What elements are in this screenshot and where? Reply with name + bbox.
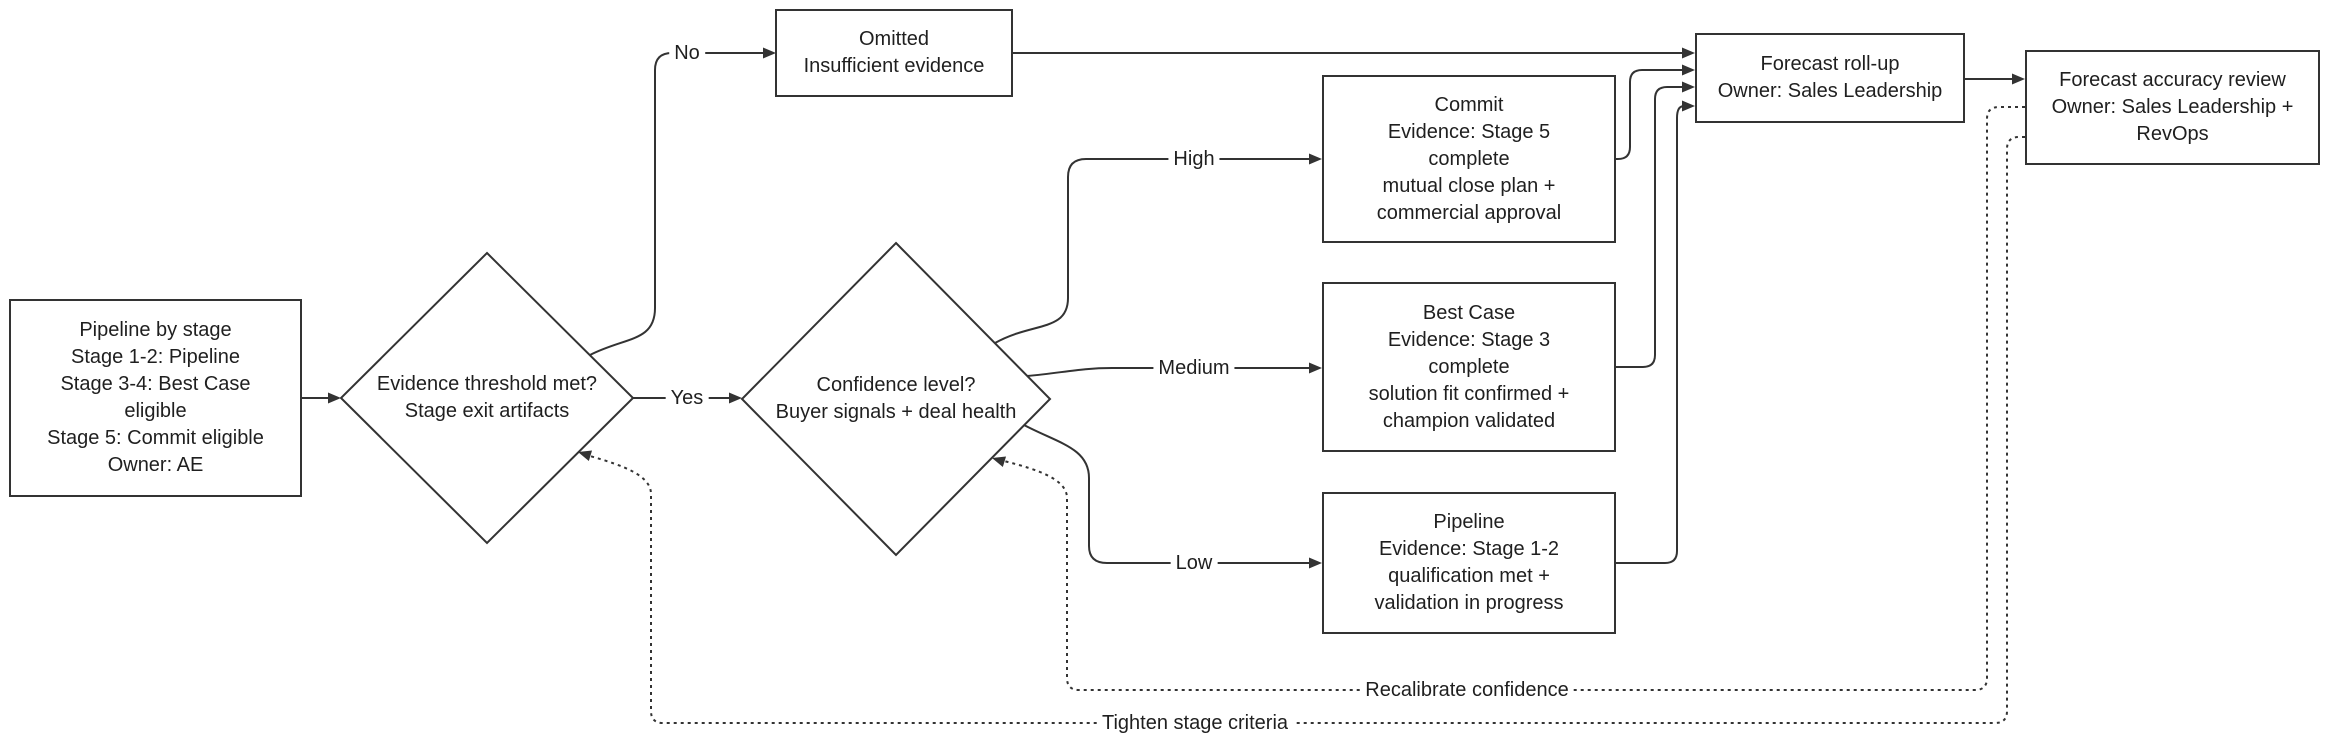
edge-bestcase-to-rollup — [1616, 86, 1683, 368]
edge-low — [1023, 424, 1310, 564]
node-text-line: qualification met + — [1388, 565, 1550, 587]
arrowhead-into-accuracy — [2012, 73, 2025, 85]
node-text-line: Owner: AE — [107, 454, 204, 476]
arrowhead-commit-rollup — [1682, 64, 1695, 76]
decision-diamond-evidence — [339, 251, 635, 545]
arrowhead-into-confidence — [729, 392, 742, 404]
edge-label-high: High — [1168, 147, 1220, 171]
arrowhead-medium — [1309, 362, 1322, 374]
node-text-line: Pipeline by stage — [79, 319, 232, 341]
edge-label-tighten-stage-criteria: Tighten stage criteria — [1096, 711, 1294, 735]
arrowhead-bestcase-rollup — [1682, 81, 1695, 93]
edge-no — [589, 52, 763, 356]
edge-label-recalibrate-confidence: Recalibrate confidence — [1360, 678, 1574, 702]
arrowhead-pipeline-rollup — [1682, 100, 1695, 112]
edge-recalibrate-confidence — [1003, 106, 2025, 691]
node-text-line: Stage 5: Commit eligible — [47, 427, 264, 449]
edge-high — [994, 158, 1310, 344]
arrowhead-high — [1309, 153, 1322, 165]
node-text-line: mutual close plan + — [1382, 174, 1556, 197]
node-text-line: Insufficient evidence — [803, 55, 985, 77]
node-text-line: Evidence: Stage 3 — [1387, 328, 1551, 351]
node-text-line: Evidence: Stage 1-2 — [1378, 538, 1560, 560]
arrowhead-low — [1309, 557, 1322, 569]
edge-tighten-stage-criteria — [589, 136, 2025, 724]
node-text-line: Omitted — [858, 28, 930, 50]
arrowhead-tighten — [578, 450, 593, 462]
node-text-line: Evidence: Stage 5 — [1387, 120, 1551, 143]
arrowhead-into-evidence — [328, 392, 341, 404]
arrowhead-omitted-rollup — [1682, 47, 1695, 59]
node-text-line: Stage 1-2: Pipeline — [70, 346, 240, 368]
node-text-line: Owner: Sales Leadership + — [2051, 96, 2294, 118]
node-text-line: Pipeline — [1433, 511, 1505, 533]
edge-label-no: No — [669, 41, 705, 65]
arrowhead-recalibrate — [992, 456, 1007, 468]
node-text-line: complete — [1428, 355, 1510, 378]
node-text-line: Forecast accuracy review — [2059, 69, 2286, 91]
edge-label-yes: Yes — [665, 386, 709, 410]
node-text-line: Stage 3-4: Best Case — [60, 373, 251, 395]
node-text-line: solution fit confirmed + — [1368, 382, 1570, 405]
decision-diamond-confidence — [740, 241, 1052, 557]
edge-pipeline-to-rollup — [1616, 105, 1685, 564]
node-text-line: Owner: Sales Leadership — [1717, 80, 1943, 102]
edge-commit-to-rollup — [1616, 69, 1683, 160]
node-text-line: RevOps — [2136, 123, 2209, 145]
node-text-line: Forecast roll-up — [1760, 53, 1900, 75]
node-text-line: Best Case — [1422, 301, 1516, 324]
node-text-line: champion validated — [1382, 409, 1556, 432]
node-text-line: commercial approval — [1376, 201, 1562, 224]
node-text-line: complete — [1428, 147, 1510, 170]
node-text-line: Commit — [1434, 93, 1504, 116]
edge-label-low: Low — [1170, 551, 1218, 575]
node-text-line: validation in progress — [1374, 592, 1564, 614]
node-text-line: eligible — [124, 400, 187, 422]
edge-label-medium: Medium — [1153, 356, 1235, 380]
edge-medium — [1026, 367, 1310, 377]
arrowhead-into-omitted — [763, 47, 776, 59]
